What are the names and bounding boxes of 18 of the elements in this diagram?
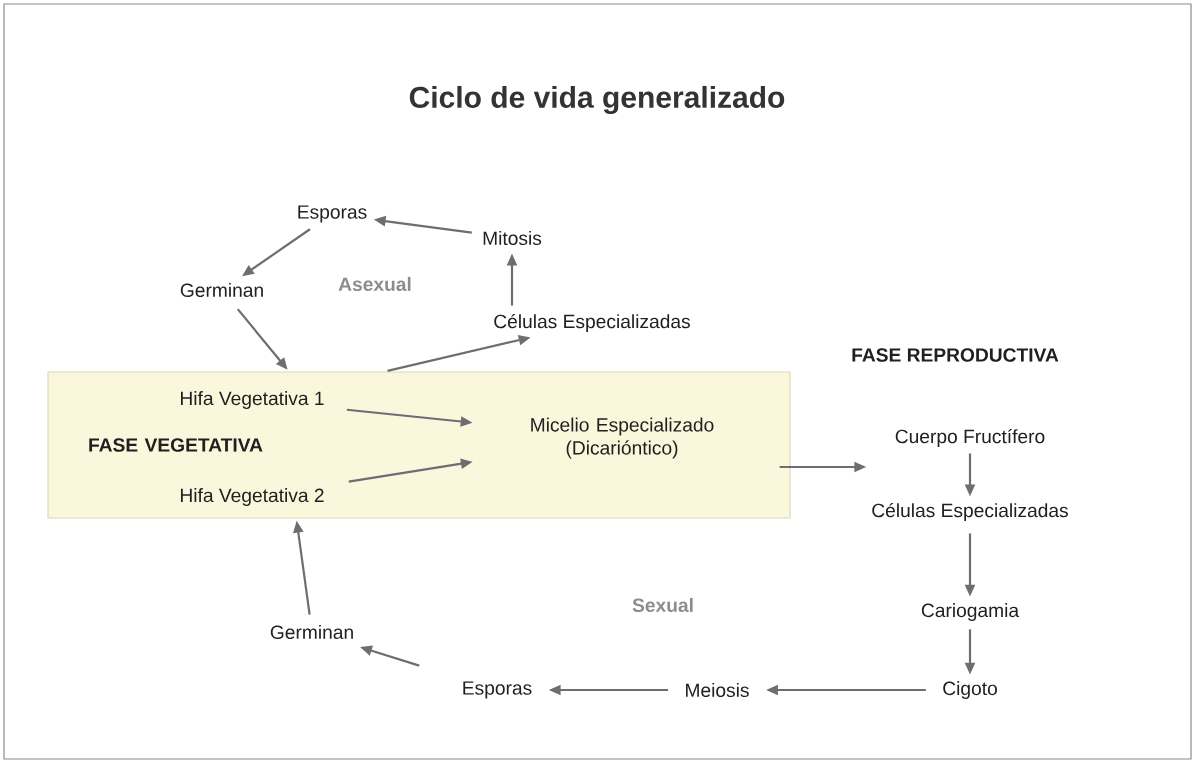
stage-label: Esporas (298, 205, 367, 223)
cycle-label: Asexual (338, 276, 411, 292)
stage-label: Germinan (180, 282, 263, 298)
phase-label: FASE REPRODUCTIVA (852, 348, 1059, 362)
stage-label: Esporas (463, 681, 532, 699)
stage-label: Cigoto (943, 681, 997, 699)
stage-label: Hifa Vegetativa 2 (181, 488, 324, 506)
stage-label: Meiosis (686, 682, 749, 698)
stage-label: Mitosis (483, 230, 542, 246)
stage-label: Células Especializadas (494, 313, 690, 333)
stage-label: Cuerpo Fructífero (895, 428, 1045, 448)
cycle-label: Sexual (632, 597, 693, 613)
stage-label: Hifa Vegetativa 1 (181, 391, 324, 409)
stage-label: Germinan (270, 624, 353, 640)
title: Ciclo de vida generalizado (409, 85, 785, 115)
stage-label: Cariogamia (921, 603, 1020, 621)
stage-label: Células Especializadas (872, 502, 1068, 522)
stage-label: Micelio Especializado (Dicarióntico) (531, 417, 714, 459)
